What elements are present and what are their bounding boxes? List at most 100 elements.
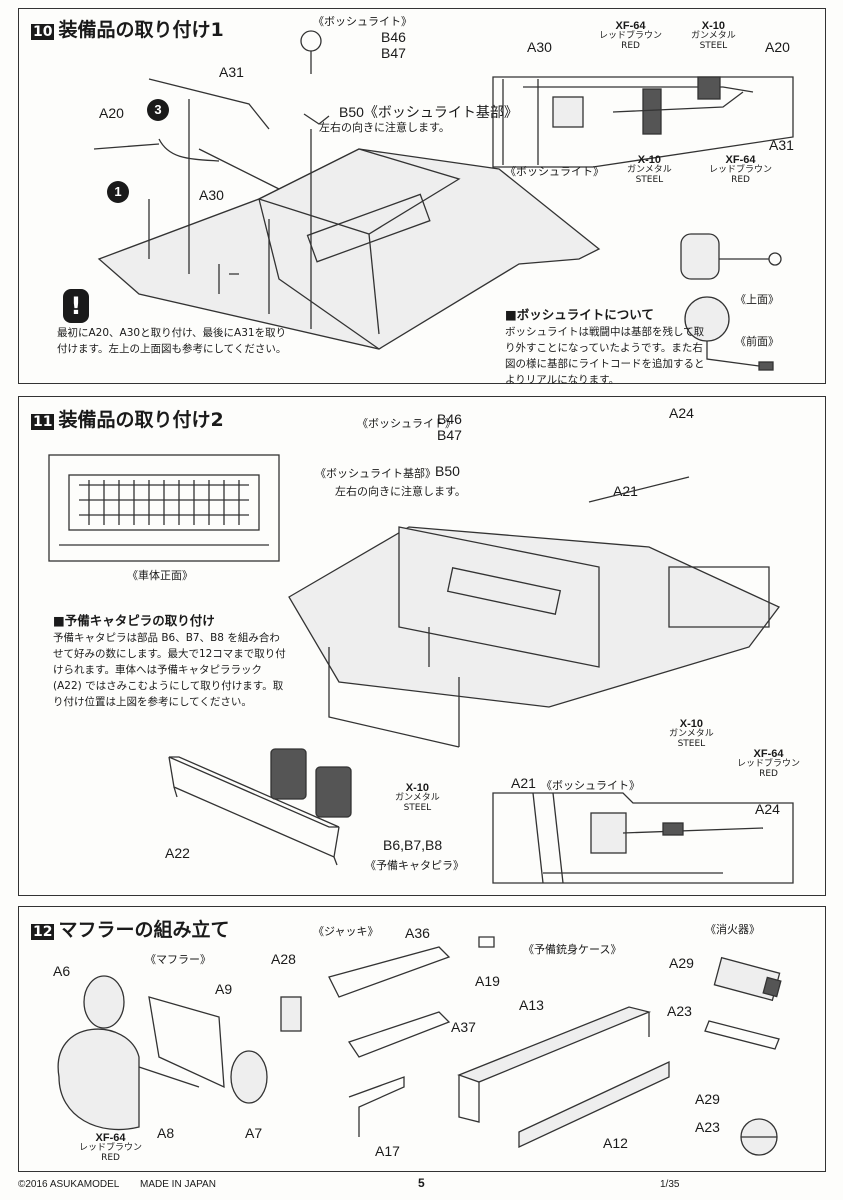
step11-b50: B50 [435, 463, 460, 479]
step10-paint-4: XF-64 レッドブラウン RED [709, 154, 773, 186]
step11-inset-paint-1: X-10 ガンメタル STEEL [669, 718, 714, 750]
paint-name: ガンメタル [669, 729, 714, 739]
step12-a7: A7 [245, 1125, 263, 1141]
step12-paint: XF-64 レッドブラウン RED [79, 1132, 143, 1164]
track-rack-drawing [168, 756, 340, 866]
step12-a29b: A29 [695, 1091, 720, 1107]
paint-en: RED [621, 41, 640, 51]
step12-a37: A37 [451, 1019, 476, 1035]
spare-track-heading: ■予備キャタピラの取り付け [53, 613, 215, 628]
paint-en: RED [731, 175, 750, 185]
step10-number: 10 [31, 24, 55, 40]
step12-a9: A9 [215, 981, 233, 997]
paint-code: X-10 [637, 154, 661, 166]
step10-inset-bosch: 《ボッシュライト》 [505, 165, 604, 178]
step12-a8: A8 [157, 1125, 175, 1141]
step12-a13: A13 [519, 997, 544, 1013]
spare-track-label: 《予備キャタピラ》 [365, 859, 464, 872]
paint-name: レッドブラウン [709, 165, 773, 175]
step10-b46: B46 [381, 29, 406, 45]
paint-code: XF-64 [95, 1132, 126, 1144]
spare-track-drawing [270, 748, 352, 818]
paint-name: ガンメタル [395, 793, 440, 803]
step10-warning-text: 最初にA20、A30と取り付け、最後にA31を取り付けます。左上の上面図も参考に… [57, 327, 287, 355]
step12-a29: A29 [669, 955, 694, 971]
step12-a28: A28 [271, 951, 296, 967]
paint-code: XF-64 [753, 748, 784, 760]
spare-track-info: ■予備キャタピラの取り付け 予備キャタピラは部品 B6、B7、B8 を組み合わせ… [53, 613, 289, 710]
step11-a24: A24 [669, 405, 694, 421]
step10-bosch-label: 《ボッシュライト》 [313, 15, 412, 28]
bosch-about-heading: ■ボッシュライトについて [505, 307, 654, 322]
paint-code: XF-64 [615, 20, 646, 32]
step11-b46: B46 [437, 411, 462, 427]
paint-en: STEEL [677, 739, 706, 749]
muffler-drawing [57, 975, 268, 1131]
step10-b50: B50《ボッシュライト基部》 [339, 104, 518, 120]
step11-b47: B47 [437, 427, 462, 443]
paint-en: RED [101, 1153, 120, 1163]
step11-hull-drawing [288, 476, 781, 748]
bosch-about-body: ボッシュライトは戦闘中は基部を残して取り外すことになっていたようです。また右図の… [505, 326, 705, 386]
paint-code: X-10 [679, 718, 703, 730]
paint-name: ガンメタル [627, 165, 672, 175]
extinguisher-label: 《消火器》 [705, 923, 760, 936]
step10-a30: A30 [199, 187, 224, 203]
paint-en: STEEL [699, 41, 728, 51]
step10-hull-drawing [93, 30, 601, 350]
footer-copyright: ©2016 ASUKAMODEL [18, 1179, 120, 1190]
step10-b47: B47 [381, 45, 406, 61]
step10-inset-a20: A20 [765, 39, 790, 55]
step11-paint: X-10 ガンメタル STEEL [395, 783, 440, 814]
step12-a6: A6 [53, 963, 71, 979]
step11-parts-b: B6,B7,B8 [383, 837, 443, 853]
step11-bosch-base: 《ボッシュライト基部》 [315, 467, 436, 480]
bosch-light-detail [680, 233, 782, 371]
step11-inset-bosch: 《ボッシュライト》 [541, 779, 640, 792]
paint-name: レッドブラウン [737, 759, 801, 769]
step11-bosch-label: 《ボッシュライト》 [357, 417, 456, 430]
vehicle-front-view-label: 《車体正面》 [127, 569, 193, 582]
step10-inset-a30: A30 [527, 39, 552, 55]
step10-front-view: 《前面》 [735, 335, 779, 348]
step12-a23: A23 [667, 1003, 692, 1019]
step10-paint-2: X-10 ガンメタル STEEL [691, 20, 736, 52]
paint-name: レッドブラウン [79, 1143, 143, 1153]
paint-en: RED [759, 769, 778, 779]
step10-marker-1: 1 [107, 181, 129, 203]
step11-inset-a24: A24 [755, 801, 780, 817]
step11-inset-a21: A21 [511, 775, 536, 791]
footer-page-number: 5 [418, 1176, 425, 1190]
step10-title-text: 装備品の取り付け1 [58, 19, 224, 41]
step10-paint-3: X-10 ガンメタル STEEL [627, 154, 672, 186]
step11-a22: A22 [165, 845, 190, 861]
step11-number: 11 [31, 414, 55, 430]
paint-code: XF-64 [725, 154, 756, 166]
step12-a12: A12 [603, 1135, 628, 1151]
footer-scale: 1/35 [660, 1179, 680, 1190]
step10-a20: A20 [99, 105, 124, 121]
step12-a23b: A23 [695, 1119, 720, 1135]
paint-code: X-10 [701, 20, 725, 32]
muffler-label: 《マフラー》 [145, 953, 211, 966]
bosch-about-text: ■ボッシュライトについて ボッシュライトは戦闘中は基部を残して取り外すことになっ… [505, 307, 705, 388]
barrel-case-label: 《予備銃身ケース》 [523, 943, 622, 956]
vehicle-front-view-drawing [48, 454, 280, 562]
step10-marker-3: 3 [147, 99, 169, 121]
jack-drawing [280, 936, 495, 1137]
warning-icon: ! [63, 289, 89, 323]
footer-made-in: MADE IN JAPAN [140, 1179, 216, 1190]
step10-a31: A31 [219, 64, 244, 80]
step11-orient-note: 左右の向きに注意します。 [335, 485, 466, 498]
barrel-case-drawing [457, 1006, 670, 1149]
step10-top-view-inset [492, 76, 794, 168]
step10-paint-1: XF-64 レッドブラウン RED [599, 20, 662, 52]
jack-label: 《ジャッキ》 [313, 925, 379, 938]
step12-title-text: マフラーの組み立て [58, 919, 230, 941]
step10-orient-note: 左右の向きに注意します。 [319, 121, 450, 134]
paint-name: ガンメタル [691, 31, 736, 41]
